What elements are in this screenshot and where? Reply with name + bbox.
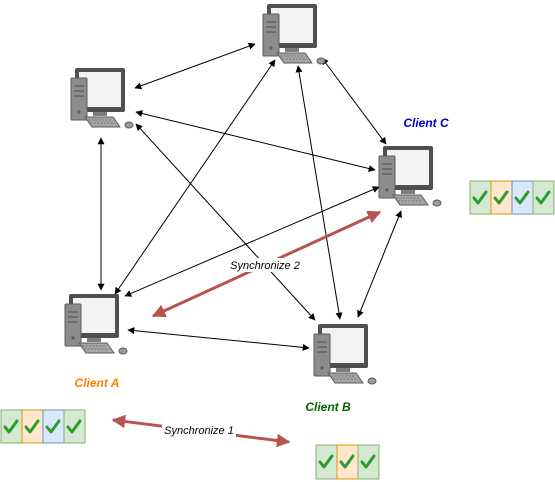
connection-top-topleft — [134, 42, 256, 90]
synchronize-1-label: Synchronize 1 — [164, 425, 234, 437]
client-b-status — [315, 444, 380, 480]
client-a-status — [0, 409, 86, 444]
connection-top-clientb — [295, 65, 343, 320]
client-c-status — [469, 180, 555, 215]
client-b-label: Client B — [305, 400, 351, 414]
connection-clienta-clientc — [124, 186, 380, 297]
desktop-computer-icon — [313, 323, 377, 385]
synchronize-2-label: Synchronize 2 — [230, 260, 300, 272]
desktop-computer-icon — [70, 67, 134, 129]
connection-clienta-clientb — [127, 327, 310, 351]
client-a-label: Client A — [75, 376, 120, 390]
connection-top-clientc — [321, 57, 387, 145]
connection-topleft-clientc — [135, 110, 376, 172]
desktop-computer-icon — [262, 3, 326, 65]
network-connections — [97, 42, 402, 351]
desktop-computer-icon — [378, 145, 442, 207]
connection-clientc-clientb — [357, 210, 402, 318]
client-c-label: Client C — [403, 116, 449, 130]
connection-topleft-clientb — [135, 123, 316, 321]
desktop-computer-icon — [64, 293, 128, 355]
